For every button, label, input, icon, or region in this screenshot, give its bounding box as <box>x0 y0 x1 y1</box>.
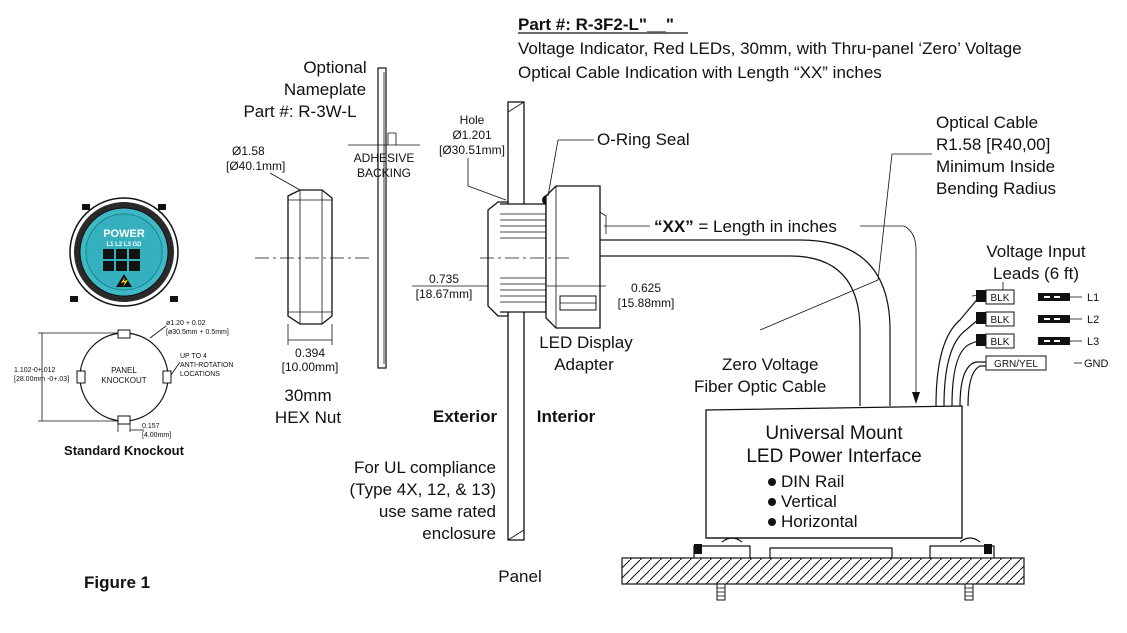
led-window-l3 <box>129 249 140 259</box>
interface-option-din: DIN Rail <box>781 472 844 491</box>
description-line1: Voltage Indicator, Red LEDs, 30mm, with … <box>518 39 1022 58</box>
led-window-l2 <box>116 249 127 259</box>
knockout-center-label2: KNOCKOUT <box>101 376 146 385</box>
ul-line1: For UL compliance <box>354 458 496 477</box>
knockout-dim-top1: ø1.20 + 0.02 <box>166 320 206 327</box>
standard-knockout-drawing: PANEL KNOCKOUT 1.102-0+.012 [28.00mm -0+… <box>14 320 233 458</box>
bullet-icon <box>768 478 776 486</box>
lead-tag-l2 <box>985 311 1015 327</box>
lead-label-l3: L3 <box>1087 336 1099 348</box>
voltage-lead-wires <box>935 290 1082 407</box>
figure-label: Figure 1 <box>84 573 150 592</box>
oring-label: O-Ring Seal <box>597 130 690 149</box>
led-adapter-line1: LED Display <box>539 333 633 352</box>
ul-line4: enclosure <box>422 524 496 543</box>
fiber-optic-cable <box>600 239 891 406</box>
knockout-center-label1: PANEL <box>111 366 137 375</box>
lead-label-l1: L1 <box>1087 292 1099 304</box>
panel-label: Panel <box>498 567 541 586</box>
description-line2: Optical Cable Indication with Length “XX… <box>518 63 882 82</box>
lead-tag-l1 <box>985 289 1015 305</box>
zero-voltage-line1: Zero Voltage <box>722 355 818 374</box>
exterior-label: Exterior <box>433 407 498 426</box>
interface-option-vertical: Vertical <box>781 492 837 511</box>
dim-0735-line2: [18.67mm] <box>416 287 473 301</box>
led-window-l1 <box>103 249 114 259</box>
xx-length-label: “XX” = Length in inches <box>654 217 837 236</box>
lead-label-l2: L2 <box>1087 314 1099 326</box>
hole-line2: Ø1.201 <box>452 128 492 142</box>
xx-rest: = Length in inches <box>694 217 837 236</box>
ul-line2: (Type 4X, 12, & 13) <box>350 480 496 499</box>
knockout-note2: ANTI-ROTATION <box>180 362 233 369</box>
dim-0394-line2: [10.00mm] <box>282 360 339 374</box>
optical-cable-line3: Minimum Inside <box>936 157 1055 176</box>
dia-158-line2: [Ø40.1mm] <box>226 159 285 173</box>
knockout-dim-top2: [ø30.5mm + 0.5mm] <box>166 329 229 336</box>
knockout-dim-bottom2: [4.00mm] <box>142 432 171 439</box>
led-window-l4 <box>103 261 114 271</box>
hex-nut <box>287 189 333 325</box>
device-power-label: POWER <box>103 228 145 240</box>
ul-line3: use same rated <box>379 502 496 521</box>
interior-label: Interior <box>537 407 596 426</box>
enclosure-panel <box>507 101 525 541</box>
adhesive-line2: BACKING <box>357 166 411 180</box>
nameplate-line1: Optional <box>303 58 366 77</box>
knockout-note3: LOCATIONS <box>180 371 220 378</box>
part-number-title: Part #: R-3F2-L"__" <box>518 15 674 34</box>
led-window-l6 <box>129 261 140 271</box>
voltage-leads-line1: Voltage Input <box>986 242 1086 261</box>
knockout-dim-left1: 1.102-0+.012 <box>14 367 56 374</box>
hex-nut-line1: 30mm <box>284 386 331 405</box>
din-rail-mount <box>693 537 995 558</box>
lead-tag-gnd <box>985 355 1047 371</box>
lead-tag-gnd-text: GRN/YEL <box>994 359 1038 370</box>
bend-radius-leader <box>759 279 879 331</box>
interface-title1: Universal Mount <box>765 423 903 444</box>
knockout-note1: UP TO 4 <box>180 353 207 360</box>
interface-title2: LED Power Interface <box>746 446 921 467</box>
indicator-front-view: POWER L1 L2 L3 GD <box>69 197 179 307</box>
optical-cable-line1: Optical Cable <box>936 113 1038 132</box>
dim-0625-line1: 0.625 <box>631 281 661 295</box>
bullet-icon <box>768 518 776 526</box>
knockout-dim-bottom1: 0.157 <box>142 423 160 430</box>
interface-option-horizontal: Horizontal <box>781 512 858 531</box>
lightning-bolt-icon <box>121 277 128 287</box>
zero-voltage-line2: Fiber Optic Cable <box>694 377 826 396</box>
hole-line1: Hole <box>460 113 485 127</box>
standard-knockout-title: Standard Knockout <box>64 443 185 458</box>
knockout-dim-left2: [28.00mm -0+.03] <box>14 376 69 383</box>
nameplate-line2: Nameplate <box>284 80 366 99</box>
mounting-surface <box>621 557 1025 601</box>
optical-cable-line4: Bending Radius <box>936 179 1056 198</box>
hex-nut-line2: HEX Nut <box>275 408 341 427</box>
dim-0394-line1: 0.394 <box>295 346 325 360</box>
dim-0735-line1: 0.735 <box>429 272 459 286</box>
dia-158-line1: Ø1.58 <box>232 144 265 158</box>
nameplate-line3: Part #: R-3W-L <box>243 102 356 121</box>
lead-label-gnd: GND <box>1084 358 1109 370</box>
indicator-body <box>487 185 607 329</box>
optical-cable-line2: R1.58 [R40,00] <box>936 135 1050 154</box>
lead-tag-l2-text: BLK <box>991 315 1010 326</box>
voltage-leads-line2: Leads (6 ft) <box>993 264 1079 283</box>
bullet-icon <box>768 498 776 506</box>
lead-tag-l3-text: BLK <box>991 337 1010 348</box>
lead-tag-l1-text: BLK <box>991 293 1010 304</box>
hole-line3: [Ø30.51mm] <box>439 143 505 157</box>
adhesive-line1: ADHESIVE <box>354 151 415 165</box>
device-led-labels: L1 L2 L3 GD <box>106 242 142 248</box>
dim-0625-line2: [15.88mm] <box>618 296 675 310</box>
lead-tag-l3 <box>985 333 1015 349</box>
led-window-l5 <box>116 261 127 271</box>
led-adapter-line2: Adapter <box>554 355 614 374</box>
nameplate-plate <box>377 67 387 369</box>
xx-bold: “XX” <box>654 217 694 236</box>
